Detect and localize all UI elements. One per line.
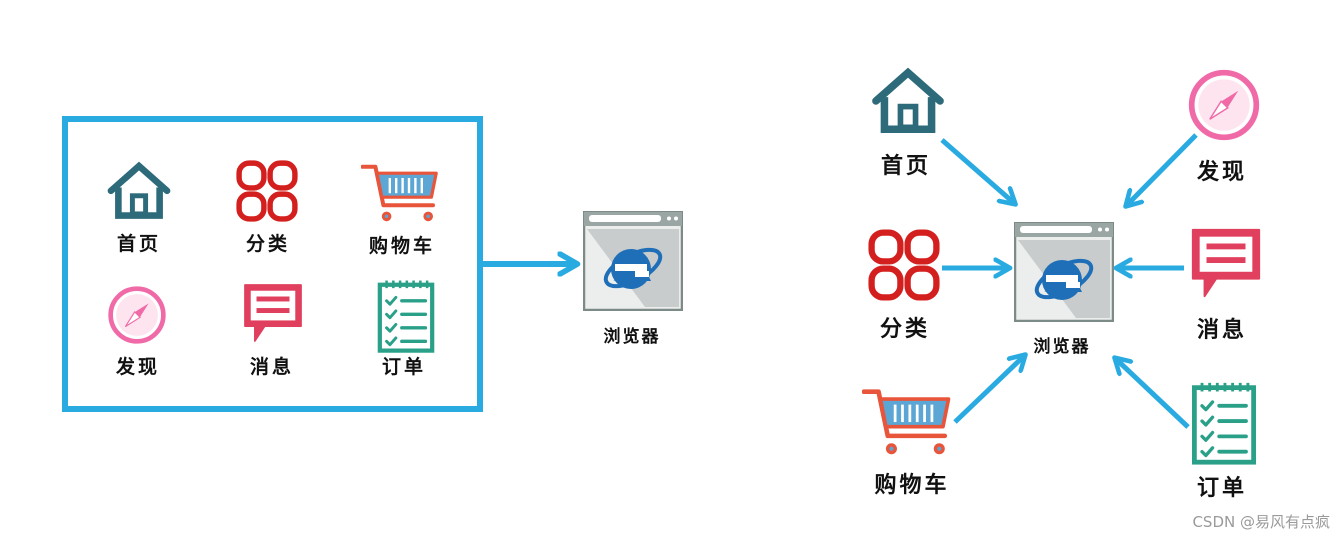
home-label: 首页: [116, 233, 162, 255]
watermark: CSDN @易风有点疯: [1192, 513, 1330, 531]
order-icon: [1194, 383, 1253, 462]
discover-label: 发现: [1196, 160, 1248, 185]
message-label: 消息: [249, 356, 295, 378]
home-label: 首页: [880, 154, 932, 179]
browser-label: 浏览器: [1033, 337, 1091, 357]
browser-label: 浏览器: [603, 327, 661, 347]
modules-frame: [62, 116, 483, 412]
cart-icon: [361, 164, 439, 224]
browser-icon: [1014, 222, 1114, 322]
message-icon: [1191, 228, 1261, 298]
browser-icon: [583, 211, 683, 311]
order-icon: [380, 281, 432, 351]
cart-label: 购物车: [874, 473, 950, 498]
home-icon: [876, 73, 940, 130]
home-icon: [111, 166, 167, 216]
cart-icon: [864, 392, 949, 455]
compass-icon: [1192, 73, 1257, 138]
message-label: 消息: [1196, 318, 1248, 343]
arrow-discover-to-browser: [1127, 133, 1198, 205]
category-icon: [239, 163, 295, 219]
discover-label: 发现: [115, 356, 161, 378]
order-label: 订单: [381, 356, 427, 378]
category-label: 分类: [245, 233, 291, 255]
message-icon: [244, 284, 302, 342]
arrow-home-to-browser: [940, 138, 1014, 203]
category-label: 分类: [879, 317, 931, 342]
arrow-order-to-browser: [1116, 359, 1190, 429]
order-label: 订单: [1196, 476, 1248, 501]
cart-label: 购物车: [368, 235, 436, 257]
arrow-cart-to-browser: [953, 356, 1024, 424]
category-icon: [872, 233, 937, 298]
compass-icon: [111, 289, 164, 342]
